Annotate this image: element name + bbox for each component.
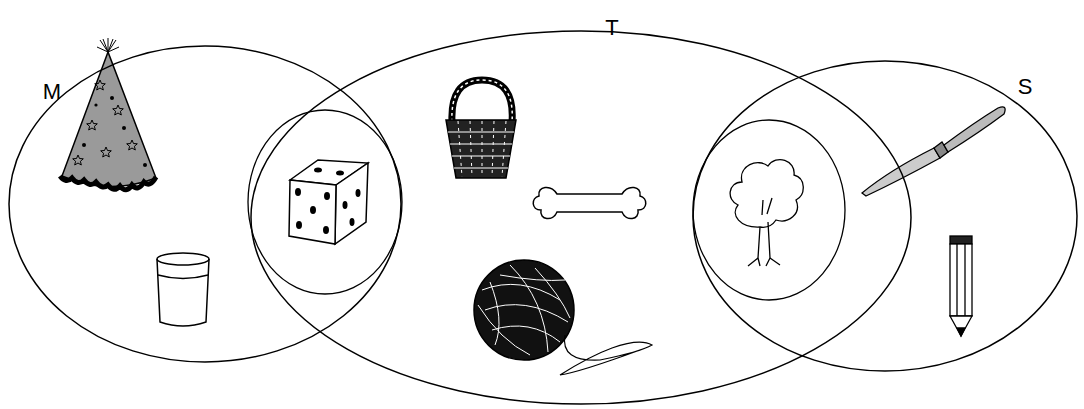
- set-label: T: [605, 16, 618, 40]
- set-ellipse: T: [250, 30, 912, 405]
- bone-icon: [533, 187, 646, 218]
- intersection-circle: [248, 110, 402, 294]
- pencil-icon: [950, 236, 972, 336]
- ellipse-outline: [250, 30, 912, 405]
- yarn-ball-icon: [474, 260, 652, 375]
- ellipse-outline: [693, 61, 1077, 371]
- ellipse-outline: [692, 60, 1078, 372]
- intersection-circle: [693, 120, 845, 300]
- ellipse-outline: [251, 31, 911, 404]
- set-label: M: [43, 80, 61, 104]
- dice-icon: [289, 160, 368, 244]
- ellipse-outline: [8, 45, 402, 363]
- knife-icon: [862, 107, 1005, 196]
- glass-icon: [157, 253, 209, 326]
- basket-icon: [446, 80, 516, 178]
- set-label: S: [1018, 75, 1033, 99]
- set-ellipse: S: [692, 60, 1078, 372]
- tree-icon: [730, 160, 803, 266]
- set-ellipse: M: [8, 45, 402, 363]
- party-hat-icon: [60, 38, 156, 190]
- ellipse-outline: [9, 46, 401, 362]
